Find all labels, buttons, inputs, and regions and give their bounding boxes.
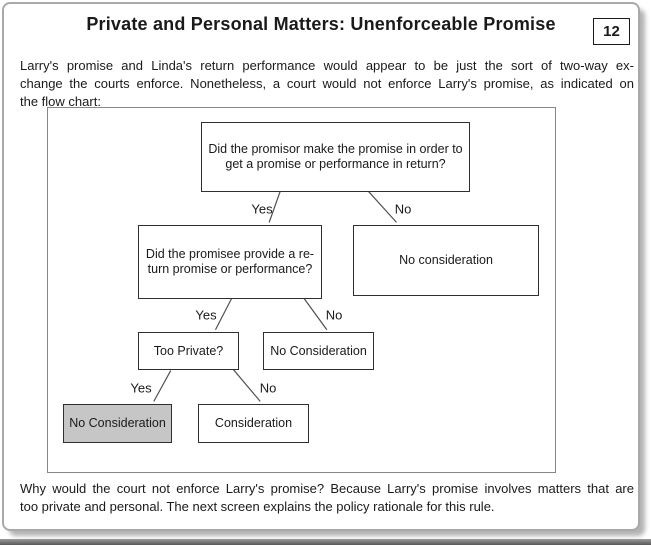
edge-label-no: No	[325, 307, 343, 323]
node-no-consideration-top: No consideration	[353, 225, 539, 296]
edge-q3-yes	[153, 370, 172, 402]
node-text-line: Did the promisor make the promise in ord…	[208, 142, 463, 156]
page-title: Private and Personal Matters: Unenforcea…	[86, 14, 556, 34]
node-no-consideration-mid: No Consideration	[263, 332, 374, 370]
node-text-line: turn promise or performance?	[147, 262, 313, 276]
edge-q2-yes	[214, 296, 233, 331]
intro-line: change the courts enforce. Nonetheless, …	[20, 76, 634, 91]
node-question-promisee: Did the promisee provide a re- turn prom…	[138, 225, 322, 299]
node-question-promisor: Did the promisor make the promise in ord…	[201, 122, 470, 192]
edge-q2-no	[302, 296, 328, 331]
outro-line: Why would the court not enforce Larry's …	[20, 481, 634, 496]
edge-label-yes: Yes	[195, 307, 217, 323]
flowchart-edges	[153, 191, 397, 402]
flowchart: Did the promisor make the promise in ord…	[47, 107, 556, 473]
node-text-line: get a promise or performance in return?	[225, 157, 446, 171]
edge-q1-yes	[268, 191, 281, 223]
page-number: 12	[603, 23, 620, 40]
edge-q3-no	[232, 369, 261, 402]
node-question-too-private: Too Private?	[138, 332, 239, 370]
edge-label-yes: Yes	[130, 380, 152, 396]
bottom-window-edge	[0, 539, 651, 545]
intro-line: the flow chart:	[20, 94, 101, 109]
node-consideration: Consideration	[198, 404, 309, 443]
outro-line: too private and personal. The next scree…	[20, 499, 495, 514]
edge-label-no: No	[394, 201, 412, 217]
node-no-consideration-final-highlighted: No Consideration	[63, 404, 172, 443]
intro-paragraph: Larry's promise and Linda's return perfo…	[20, 57, 634, 111]
lesson-card: Private and Personal Matters: Unenforcea…	[2, 2, 640, 531]
page-number-box: 12	[593, 18, 630, 45]
intro-line: Larry's promise and Linda's return perfo…	[20, 58, 634, 73]
edge-label-no: No	[259, 380, 277, 396]
edge-q1-no	[368, 191, 397, 223]
edge-label-yes: Yes	[251, 201, 273, 217]
title-row: Private and Personal Matters: Unenforcea…	[4, 14, 638, 45]
outro-paragraph: Why would the court not enforce Larry's …	[20, 480, 634, 516]
node-text-line: Did the promisee provide a re-	[145, 247, 315, 261]
